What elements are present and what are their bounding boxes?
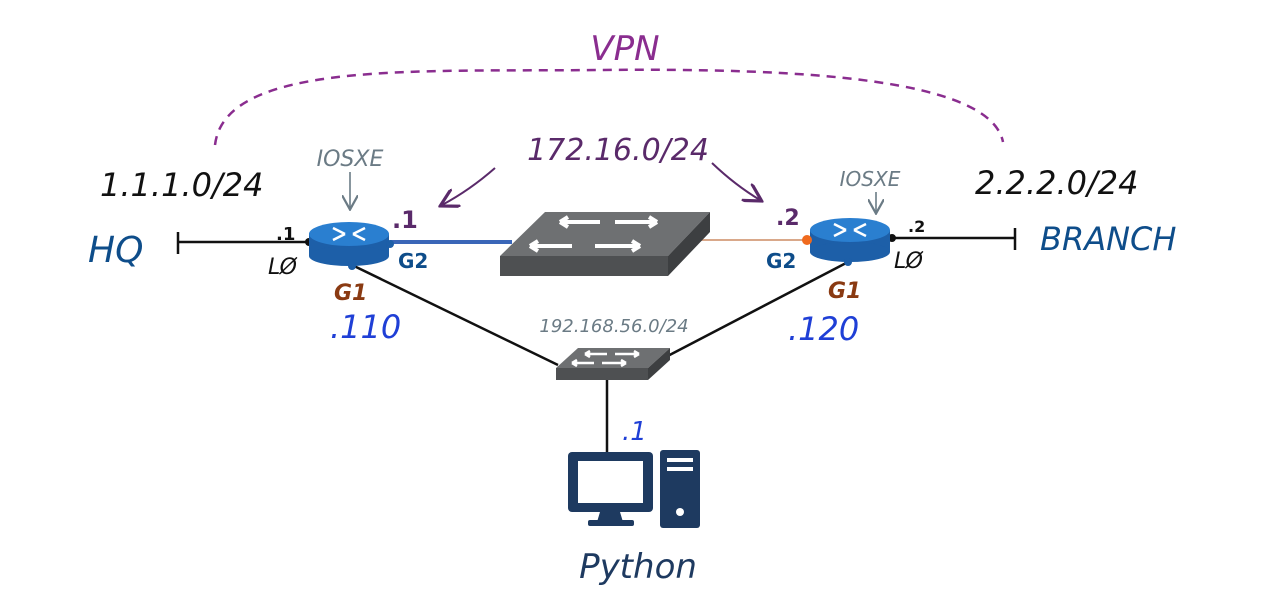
hq-loopback-host: .1 <box>276 224 295 245</box>
hq-g2-host-label: .1 <box>392 206 418 234</box>
hq-g1-link <box>351 263 559 367</box>
hq-loopback-label: LØ <box>268 255 298 280</box>
hq-site-label: HQ <box>88 230 143 271</box>
hq-g1-host-label: .110 <box>330 308 401 346</box>
transit-arrow-left <box>442 167 496 205</box>
pc-host-label: .1 <box>622 417 647 447</box>
hq-g2-port-dot <box>386 240 394 248</box>
mgmt-switch-icon <box>556 348 670 380</box>
pc-icon <box>568 450 700 528</box>
hq-network-label: 1.1.1.0/24 <box>100 166 263 204</box>
branch-g1-host-label: .120 <box>788 310 859 348</box>
hq-g1-label: G1 <box>334 281 367 306</box>
hq-g2-label: G2 <box>398 249 428 273</box>
branch-g1-label: G1 <box>828 279 861 304</box>
branch-router-os-label: IOSXE <box>840 167 901 191</box>
branch-g2-port-dot <box>802 235 812 245</box>
branch-g2-host-label: .2 <box>776 206 800 231</box>
hq-router-os-label: IOSXE <box>317 147 384 172</box>
branch-router-icon <box>810 218 890 262</box>
transit-switch-icon <box>500 212 710 276</box>
hq-g1-port-dot <box>348 262 356 270</box>
hq-router-icon <box>309 222 389 266</box>
vpn-label: VPN <box>590 29 659 69</box>
branch-g1-link <box>659 260 849 362</box>
branch-site-label: BRANCH <box>1040 220 1176 258</box>
branch-network-label: 2.2.2.0/24 <box>975 164 1138 202</box>
branch-loopback-host: .2 <box>908 217 925 236</box>
mgmt-network-label: 192.168.56.0/24 <box>539 316 688 337</box>
transit-network-label: 172.16.0/24 <box>527 133 709 168</box>
transit-arrow-right <box>711 162 760 200</box>
branch-loopback-label: LØ <box>894 249 924 274</box>
branch-g1-port-dot <box>844 258 852 266</box>
vpn-tunnel-line <box>213 68 1005 146</box>
pc-label: Python <box>579 547 697 587</box>
branch-g2-label: G2 <box>766 249 796 273</box>
